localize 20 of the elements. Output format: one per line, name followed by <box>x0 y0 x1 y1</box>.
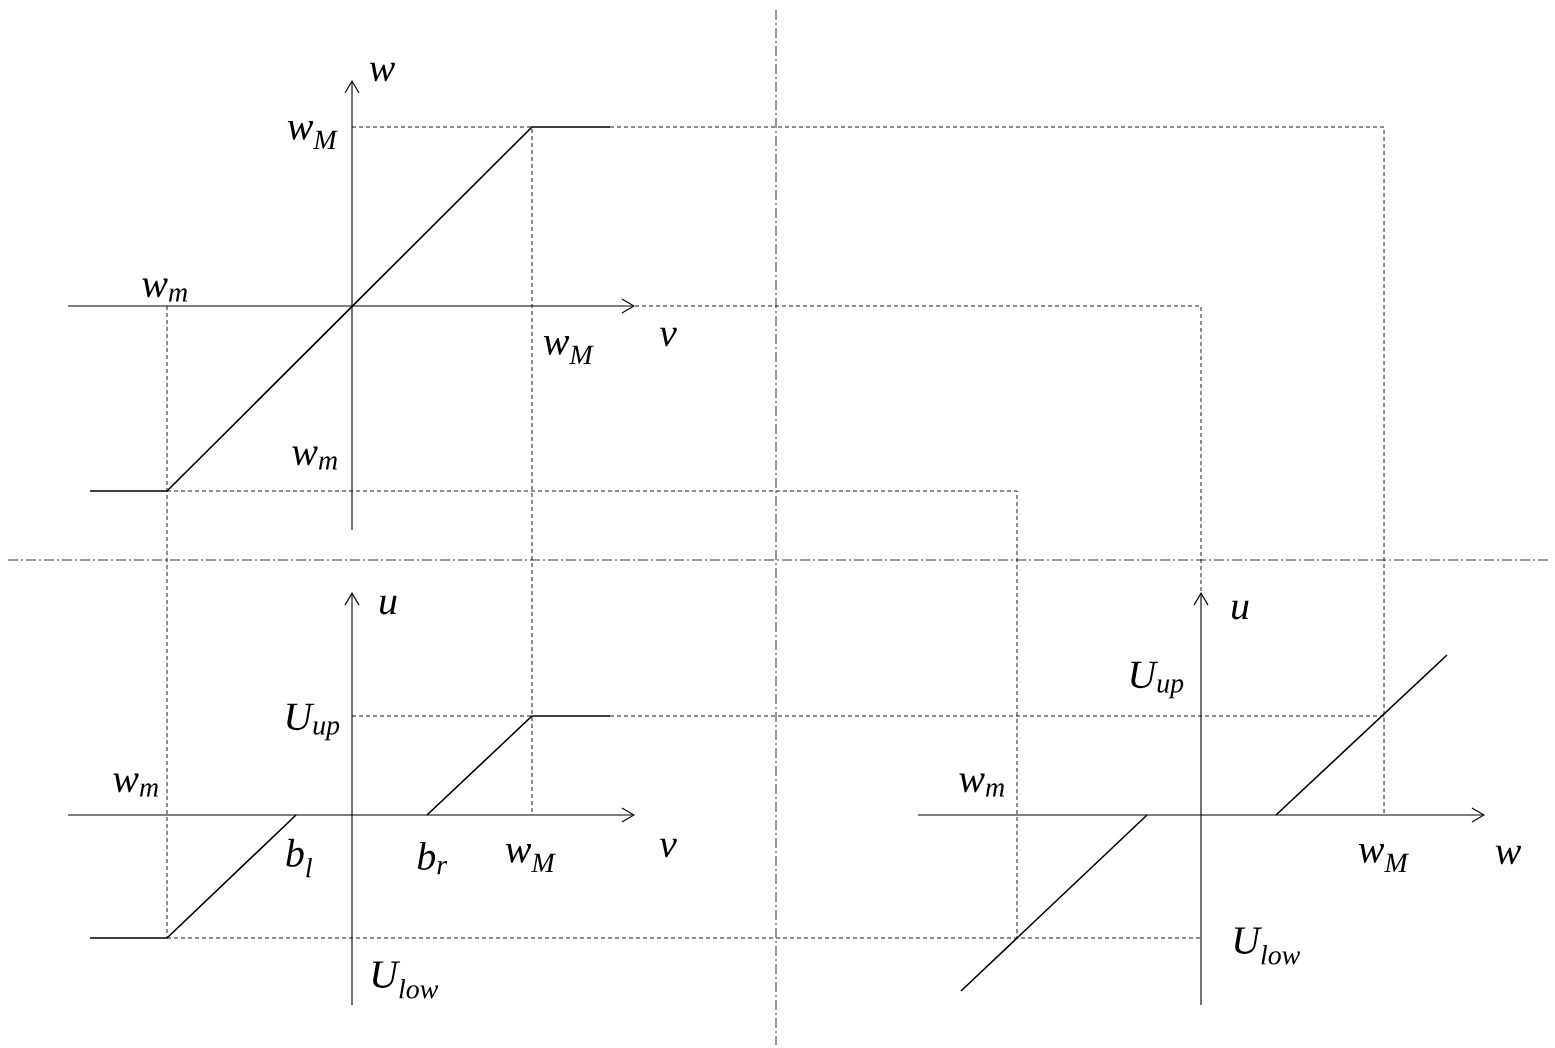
axis-label: w$_{m}$ <box>292 446 337 470</box>
axis-label: u <box>1232 600 1249 620</box>
axis-label: b$_{l}$ <box>286 838 312 878</box>
axis-label: v <box>659 327 677 347</box>
axis-label: U$_{low}$ <box>1234 927 1301 965</box>
axis-label: w$_{M}$ <box>1358 844 1409 872</box>
axis-label: w$_{M}$ <box>543 336 594 364</box>
axis-label: v <box>659 838 677 858</box>
axis-label: w$_{M}$ <box>287 121 338 149</box>
axis-label: u <box>380 595 397 615</box>
axis-label: U$_{up}$ <box>287 703 340 741</box>
axis-label: U$_{low}$ <box>372 961 439 999</box>
axis-label: U$_{up}$ <box>1131 661 1184 699</box>
axis-label: w$_{m}$ <box>959 773 1004 797</box>
axis-label: w$_{m}$ <box>113 773 158 797</box>
axis-label: w$_{M}$ <box>505 844 556 872</box>
axis-label: w$_{m}$ <box>142 278 187 302</box>
axis-label: w <box>1495 845 1521 865</box>
axis-label: w <box>369 62 395 82</box>
axis-label: b$_{r}$ <box>417 841 448 875</box>
